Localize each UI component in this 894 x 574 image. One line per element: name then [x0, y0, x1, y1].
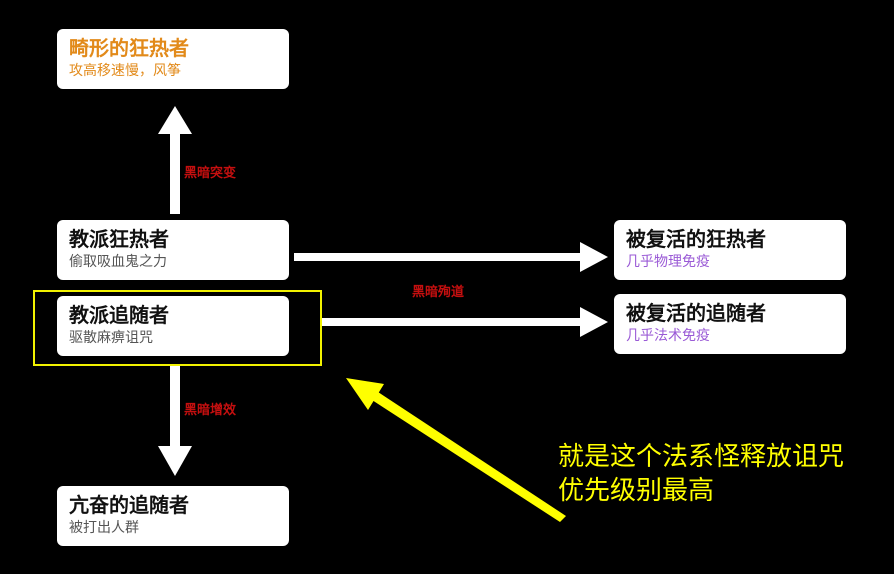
node-title: 被复活的追随者 [626, 301, 766, 325]
edge-label-up: 黑暗突变 [184, 166, 237, 181]
node-title: 教派追随者 [69, 303, 169, 327]
arrow-right-to-revived-follower [322, 307, 608, 337]
node-subtitle: 几乎法术免疫 [626, 328, 710, 344]
node-revived-zealot: 被复活的狂热者 几乎物理免疫 [614, 220, 846, 280]
node-cult-zealot: 教派狂热者 偷取吸血鬼之力 [57, 220, 289, 280]
annotation-note: 就是这个法系怪释放诅咒 优先级别最高 [558, 440, 844, 508]
node-frenzied-follower: 亢奋的追随者 被打出人群 [57, 486, 289, 546]
node-title: 被复活的狂热者 [626, 227, 766, 251]
node-title: 亢奋的追随者 [69, 493, 189, 517]
node-subtitle: 被打出人群 [69, 520, 139, 536]
node-deformed-zealot: 畸形的狂热者 攻高移速慢，风筝 [57, 29, 289, 89]
arrow-up-to-deformed [158, 106, 192, 214]
node-subtitle: 偷取吸血鬼之力 [69, 254, 167, 270]
annotation-pointer-arrow [346, 378, 566, 522]
node-revived-follower: 被复活的追随者 几乎法术免疫 [614, 294, 846, 354]
node-title: 畸形的狂热者 [69, 36, 189, 60]
node-cult-follower: 教派追随者 驱散麻痹诅咒 [57, 296, 289, 356]
annotation-line: 优先级别最高 [558, 476, 715, 506]
annotation-line: 就是这个法系怪释放诅咒 [558, 442, 845, 472]
node-title: 教派狂热者 [69, 227, 169, 251]
node-subtitle: 攻高移速慢，风筝 [69, 63, 181, 79]
arrow-down-to-frenzied [158, 366, 192, 476]
highlight-frame [33, 290, 322, 366]
arrow-right-to-revived-zealot [294, 242, 608, 272]
node-subtitle: 驱散麻痹诅咒 [69, 330, 153, 346]
edge-label-down: 黑暗增效 [184, 403, 237, 418]
node-subtitle: 几乎物理免疫 [626, 254, 710, 270]
edge-label-right: 黑暗殉道 [412, 285, 465, 300]
